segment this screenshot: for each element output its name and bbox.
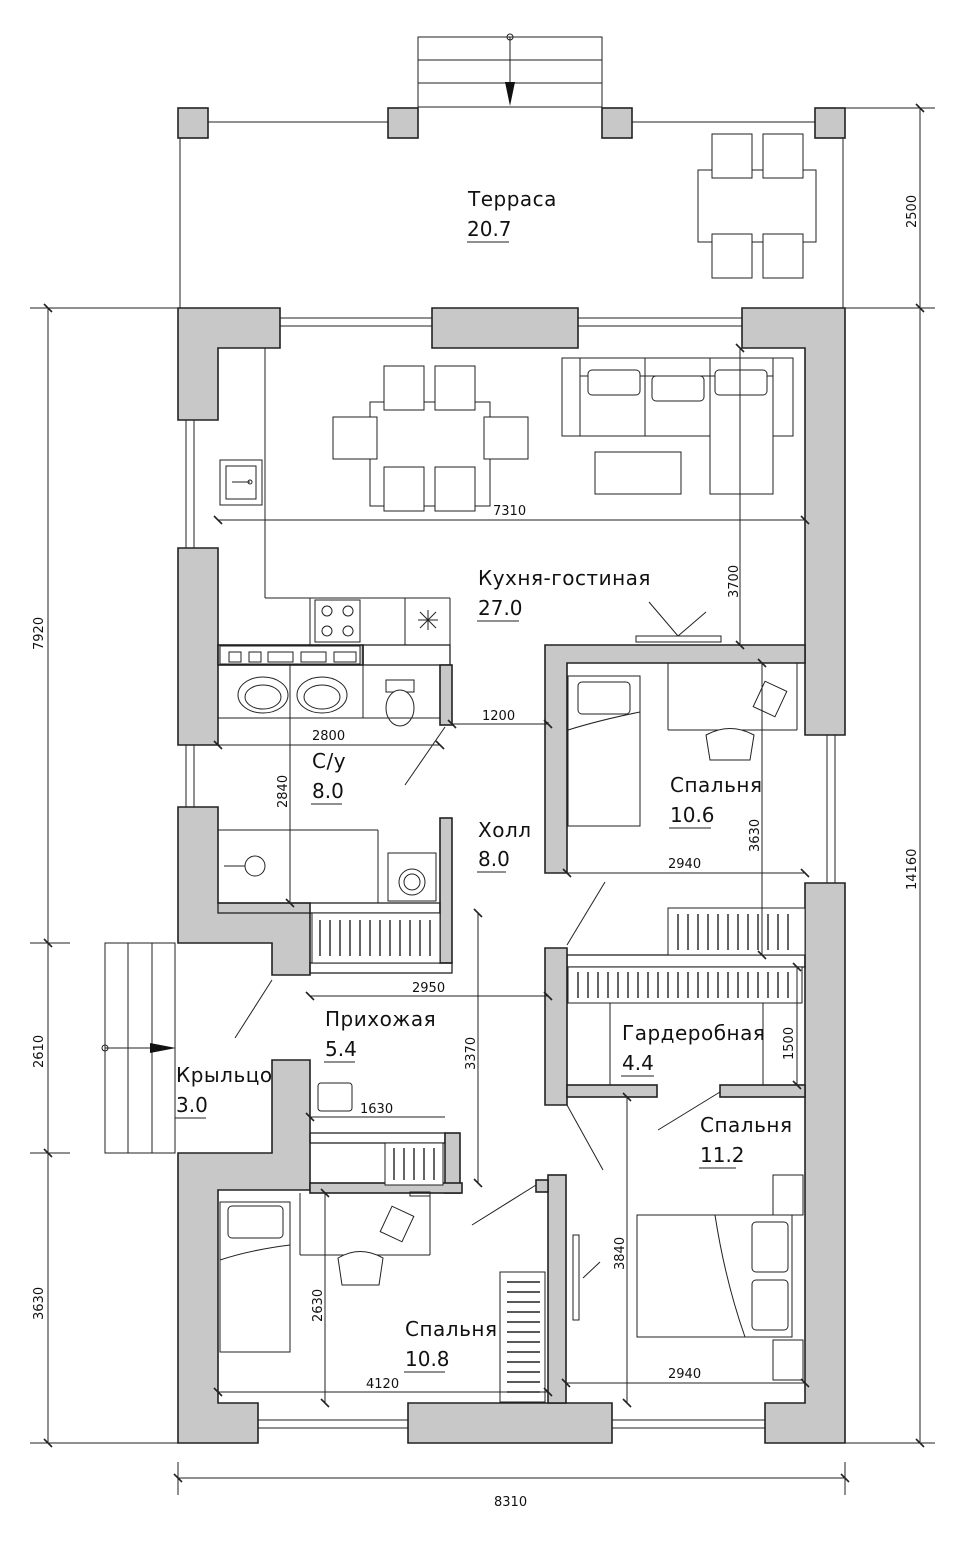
- room-labels: Кухня-гостиная 27.0 С/у 8.0 Холл 8.0 Спа…: [175, 566, 792, 1373]
- bedroom2-furniture: [572, 1174, 804, 1381]
- dim-3630-bedroom: 3630: [748, 819, 763, 852]
- kitchen-furniture: [219, 348, 794, 645]
- washbasin-icon: [237, 676, 348, 714]
- dim-2950: 2950: [412, 981, 445, 996]
- stove-icon: [314, 599, 361, 643]
- room-area-bedroom3: 10.8: [405, 1347, 450, 1371]
- dim-1500: 1500: [782, 1027, 797, 1060]
- terrace-post: [177, 107, 209, 139]
- dim-3700: 3700: [727, 565, 742, 598]
- room-area-terrace: 20.7: [467, 217, 512, 241]
- room-name-bedroom1: Спальня: [670, 773, 762, 797]
- arrow-down-icon: [505, 82, 515, 106]
- room-name-bedroom2: Спальня: [700, 1113, 792, 1137]
- terrace-steps: [417, 33, 603, 108]
- room-name-bath: С/у: [312, 749, 346, 773]
- kitchen-sink-icon: [219, 459, 263, 506]
- washing-machine-icon: [387, 852, 437, 902]
- dim-1200: 1200: [482, 709, 515, 724]
- dim-7310: 7310: [493, 504, 526, 519]
- dimension-labels: 7310 3700 1200 2800 2840 3630 2940 2950 …: [32, 195, 920, 1510]
- terrace-post: [387, 107, 419, 139]
- bedroom1-furniture: [567, 663, 806, 956]
- terrace-table: [697, 133, 817, 279]
- room-name-porch: Крыльцо: [176, 1063, 273, 1087]
- room-name-bedroom3: Спальня: [405, 1317, 497, 1341]
- wardrobe-room: [609, 1003, 764, 1085]
- dim-2500: 2500: [905, 195, 920, 228]
- room-area-porch: 3.0: [176, 1093, 208, 1117]
- walls: [177, 307, 846, 1444]
- dim-2630: 2630: [311, 1289, 326, 1322]
- dim-7920: 7920: [32, 617, 47, 650]
- dim-3370: 3370: [464, 1037, 479, 1070]
- dim-1630: 1630: [360, 1102, 393, 1117]
- dim-2840: 2840: [276, 775, 291, 808]
- dim-3840: 3840: [613, 1237, 628, 1270]
- toilet-icon: [385, 679, 415, 727]
- room-name-entry: Прихожая: [325, 1007, 436, 1031]
- dim-8310: 8310: [494, 1495, 527, 1510]
- room-area-entry: 5.4: [325, 1037, 357, 1061]
- dim-2940-bedroom1: 2940: [668, 857, 701, 872]
- room-name-wardrobe: Гардеробная: [622, 1021, 765, 1045]
- room-area-bedroom2: 11.2: [700, 1143, 745, 1167]
- room-area-bath: 8.0: [312, 779, 344, 803]
- dim-14160: 14160: [905, 849, 920, 890]
- bedroom3-furniture: [219, 1191, 431, 1353]
- dining-table: [332, 365, 529, 512]
- fridge-icon: [418, 610, 438, 630]
- shower-icon: [224, 855, 266, 877]
- room-name-kitchen: Кухня-гостиная: [478, 566, 651, 590]
- dim-4120: 4120: [366, 1377, 399, 1392]
- room-area-bedroom1: 10.6: [670, 803, 715, 827]
- room-area-hall: 8.0: [478, 847, 510, 871]
- porch: [101, 942, 353, 1154]
- wardrobe-hangers: [311, 912, 803, 1403]
- terrace: Терраса 20.7: [177, 33, 846, 308]
- room-area-wardrobe: 4.4: [622, 1051, 654, 1075]
- terrace-post: [601, 107, 633, 139]
- arrow-right-icon: [150, 1043, 176, 1053]
- sofa: [561, 357, 794, 495]
- dim-2800: 2800: [312, 729, 345, 744]
- bathroom-fixtures: [218, 645, 441, 903]
- dim-2610: 2610: [32, 1035, 47, 1068]
- terrace-post: [814, 107, 846, 139]
- room-area-kitchen: 27.0: [478, 596, 523, 620]
- dim-3630-overall: 3630: [32, 1287, 47, 1320]
- room-name-hall: Холл: [478, 818, 532, 842]
- dimension-lines: [30, 103, 935, 1495]
- dim-2940-bedroom2: 2940: [668, 1367, 701, 1382]
- intercom-icon: [317, 1082, 353, 1112]
- tv-icon: [635, 601, 722, 643]
- room-name-terrace: Терраса: [467, 187, 557, 211]
